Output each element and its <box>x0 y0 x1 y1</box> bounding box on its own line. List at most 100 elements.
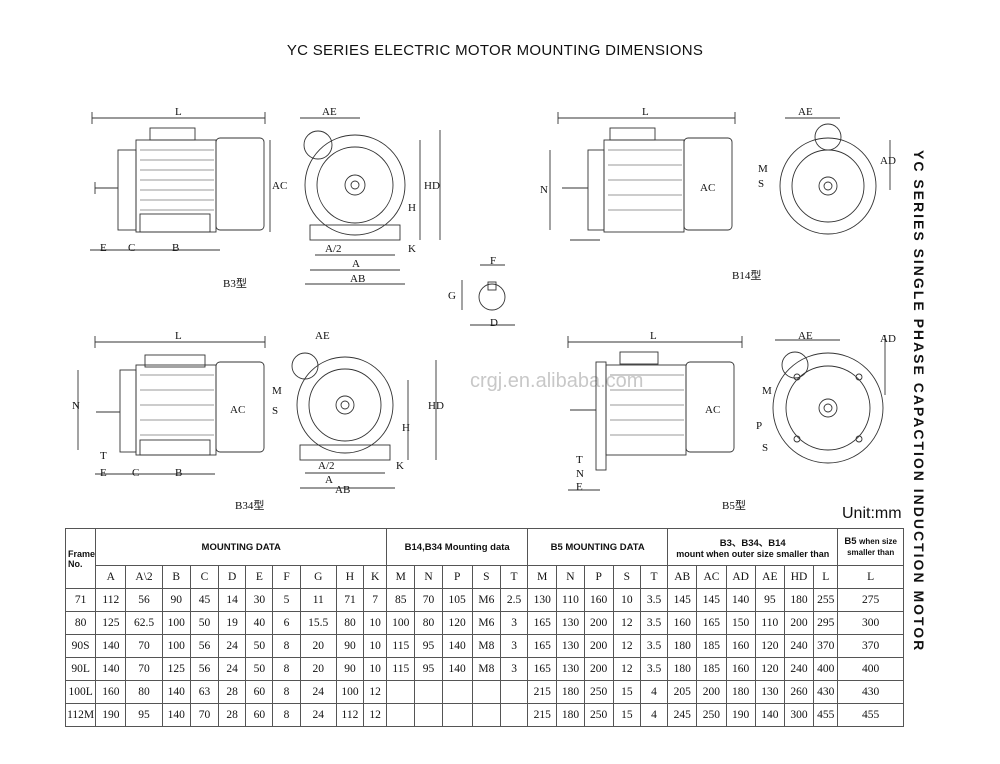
table-cell: 80 <box>125 680 163 704</box>
table-cell: 24 <box>299 703 337 727</box>
table-cell: 260 <box>783 680 815 704</box>
b34-dim-s: S <box>272 405 279 417</box>
table-cell: 7 <box>363 588 388 612</box>
table-cell: 115 <box>386 634 416 658</box>
table-cell: 4 <box>639 680 669 704</box>
table-cell: 12 <box>612 611 641 635</box>
table-cell: 240 <box>783 634 815 658</box>
table-cell: 130 <box>527 588 558 612</box>
b34-dim-c: C <box>132 467 140 479</box>
table-cell: 70 <box>125 634 163 658</box>
table-cell: 430 <box>813 680 839 704</box>
b3-caption: B3型 <box>223 278 247 290</box>
table-cell: 130 <box>556 657 585 681</box>
table-cell: 160 <box>583 588 614 612</box>
column-header: L <box>813 565 839 589</box>
table-cell: 60 <box>245 680 274 704</box>
table-cell: 205 <box>667 680 698 704</box>
table-cell: 10 <box>363 611 388 635</box>
b3-dim-c: C <box>128 242 136 254</box>
table-cell: 400 <box>813 657 839 681</box>
table-cell: 10 <box>612 588 641 612</box>
b3-dim-ab: AB <box>350 273 366 285</box>
watermark: crgj.en.alibaba.com <box>470 370 644 392</box>
table-cell: 150 <box>725 611 756 635</box>
unit-label: Unit:mm <box>842 505 902 522</box>
column-header: L <box>837 565 904 589</box>
b3-dim-k: K <box>408 243 416 255</box>
table-cell: 190 <box>725 703 756 727</box>
table-cell: 20 <box>299 657 337 681</box>
table-cell: 140 <box>95 657 127 681</box>
table-cell: 95 <box>125 703 163 727</box>
table-cell: 185 <box>696 634 727 658</box>
table-cell: 130 <box>556 611 585 635</box>
frame-no-header: Frame No. <box>64 528 97 589</box>
table-cell: 120 <box>441 611 473 635</box>
table-cell: 140 <box>725 588 756 612</box>
table-cell: 125 <box>161 657 191 681</box>
table-cell: 180 <box>556 703 585 727</box>
table-cell: 180 <box>783 588 815 612</box>
b34-dim-n: N <box>72 400 80 412</box>
table-cell: 300 <box>837 611 904 635</box>
table-cell: 56 <box>189 657 220 681</box>
table-cell <box>414 680 443 704</box>
table-cell: 370 <box>813 634 839 658</box>
b5-caption: B5型 <box>722 500 746 512</box>
frame-cell: 90S <box>64 634 97 658</box>
table-cell: 45 <box>189 588 220 612</box>
b5-dim-s: S <box>762 442 769 454</box>
table-cell: 250 <box>583 680 614 704</box>
b5-mounting-header: B5 MOUNTING DATA <box>527 528 669 566</box>
table-cell: 70 <box>125 657 163 681</box>
table-cell: 15.5 <box>299 611 337 635</box>
table-cell: 295 <box>813 611 839 635</box>
frame-cell: 90L <box>64 657 97 681</box>
table-cell: 10 <box>363 634 388 658</box>
b3-side-view <box>90 112 271 251</box>
table-cell: 12 <box>363 703 388 727</box>
table-cell: 40 <box>245 611 274 635</box>
table-cell: 100 <box>161 611 191 635</box>
table-cell: 215 <box>527 703 558 727</box>
mounting-data-header: MOUNTING DATA <box>95 528 388 566</box>
table-cell: 165 <box>696 611 727 635</box>
column-header: AD <box>725 565 756 589</box>
table-cell <box>441 703 473 727</box>
column-header: P <box>441 565 473 589</box>
b34-dim-k: K <box>396 460 404 472</box>
b3-dim-hd: HD <box>424 180 440 192</box>
table-cell <box>471 703 501 727</box>
table-cell: 4 <box>639 703 669 727</box>
table-cell: 165 <box>527 611 558 635</box>
table-cell: 275 <box>837 588 904 612</box>
table-cell: M6 <box>471 588 501 612</box>
column-header: S <box>471 565 501 589</box>
table-cell <box>386 703 416 727</box>
table-cell <box>499 680 529 704</box>
b34-dim-hd: HD <box>428 400 444 412</box>
b14-dim-ad: AD <box>880 155 896 167</box>
b14-dim-ac: AC <box>700 182 716 194</box>
b5-dim-r: N <box>576 468 584 480</box>
frame-cell: 71 <box>64 588 97 612</box>
table-cell: 5 <box>272 588 301 612</box>
table-cell: 455 <box>813 703 839 727</box>
table-cell: 85 <box>386 588 416 612</box>
table-cell: 140 <box>95 634 127 658</box>
table-cell: 140 <box>754 703 785 727</box>
b3-dim-e: E <box>100 242 107 254</box>
table-group-header: Frame No. MOUNTING DATA B14,B34 Mounting… <box>64 528 904 589</box>
b34-dim-ac: AC <box>230 404 246 416</box>
key-dim-g: G <box>448 290 456 302</box>
table-cell: 28 <box>218 703 247 727</box>
table-cell: 95 <box>414 634 443 658</box>
table-cell: 24 <box>218 634 247 658</box>
table-cell: 3 <box>499 611 529 635</box>
b34-dim-b: B <box>175 467 183 479</box>
column-header: G <box>299 565 337 589</box>
